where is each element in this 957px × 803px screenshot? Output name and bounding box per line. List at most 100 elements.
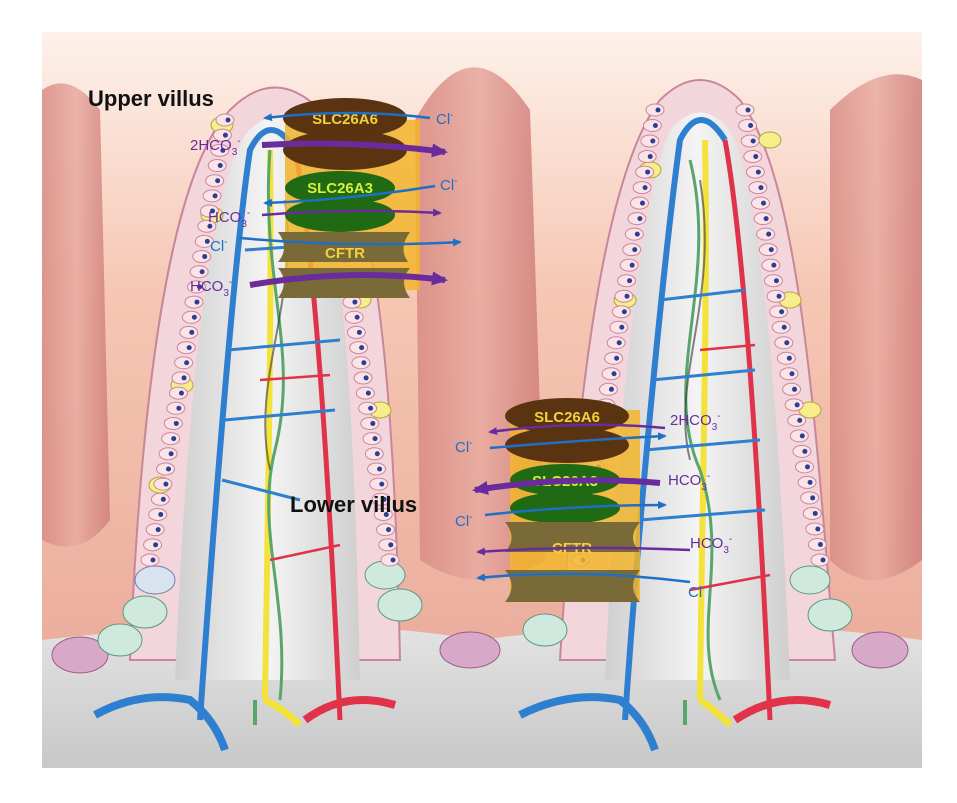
epithelial-cell — [174, 356, 194, 370]
epithelial-cell — [176, 341, 196, 355]
cell-nucleus — [176, 405, 182, 411]
epithelial-cell — [364, 447, 384, 461]
epithelial-cell — [212, 128, 232, 142]
cell-nucleus — [386, 527, 392, 533]
chloride-arrow — [476, 572, 691, 584]
cell-nucleus — [804, 464, 810, 470]
cell-nucleus — [611, 371, 617, 377]
epithelial-cell — [187, 280, 207, 294]
background-villus — [830, 74, 922, 581]
epithelial-cell — [743, 150, 763, 164]
cell-nucleus — [199, 269, 205, 275]
epithelial-cell — [807, 537, 827, 551]
cell-nucleus — [212, 193, 218, 199]
cell-nucleus — [365, 390, 371, 396]
cell-nucleus — [794, 402, 800, 408]
cell-nucleus — [755, 169, 761, 175]
epithelial-cell — [784, 398, 804, 412]
lower-villus-heading: Lower villus — [290, 492, 417, 517]
epithelial-cell — [360, 416, 380, 430]
cell-nucleus — [383, 511, 389, 517]
ion-label-cl: Cl- — [436, 110, 454, 128]
cell-nucleus — [359, 345, 365, 351]
chloride-arrow — [489, 432, 667, 450]
slc26a6-protein — [283, 130, 407, 170]
epithelial-cell — [215, 113, 235, 127]
epithelial-cell — [761, 258, 781, 272]
chloride-arrow — [239, 236, 462, 247]
epithelial-cell — [740, 134, 760, 148]
cell-nucleus — [761, 200, 767, 206]
epithelial-cell — [771, 320, 791, 334]
epithelial-cell — [353, 371, 373, 385]
epithelial-cell — [153, 477, 173, 491]
epithelial-cell — [171, 371, 191, 385]
epithelial-cell — [614, 289, 634, 303]
bicarbonate-arrow — [476, 546, 691, 556]
epithelial-cell — [800, 491, 820, 505]
epithelial-cell — [355, 386, 375, 400]
cell-nucleus — [789, 371, 795, 377]
ion-label-cl: Cl- — [455, 512, 473, 530]
cell-nucleus — [191, 314, 197, 320]
vein — [197, 127, 298, 721]
epithelial-cell — [346, 325, 366, 339]
epithelial-cell — [598, 382, 618, 396]
upper-villus-heading: Upper villus — [88, 86, 214, 111]
chloride-arrow — [484, 501, 667, 517]
epithelial-cell — [202, 189, 222, 203]
epithelial-cell — [351, 356, 371, 370]
cell-nucleus — [168, 451, 174, 457]
lacteal — [697, 139, 709, 701]
cell-nucleus — [608, 386, 614, 392]
epithelial-cell — [756, 227, 776, 241]
cell-nucleus — [748, 123, 754, 129]
nerve — [266, 149, 285, 701]
epithelial-cell — [207, 159, 227, 173]
epithelial-cell — [150, 492, 170, 506]
cell-nucleus — [792, 386, 798, 392]
cell-nucleus — [614, 355, 620, 361]
cell-nucleus — [768, 247, 774, 253]
cell-nucleus — [647, 154, 653, 160]
epithelial-cell — [371, 492, 391, 506]
cell-nucleus — [655, 107, 661, 113]
cell-nucleus — [758, 185, 764, 191]
epithelial-cell — [161, 432, 181, 446]
epithelial-cell — [179, 325, 199, 339]
slc26a3-protein — [285, 198, 395, 232]
epithelial-cell — [168, 386, 188, 400]
bicarbonate-arrow — [488, 423, 666, 436]
cell-nucleus — [634, 231, 640, 237]
epithelial-cell — [210, 143, 230, 157]
cell-nucleus — [779, 309, 785, 315]
cftr-protein — [278, 232, 410, 262]
cell-nucleus — [652, 123, 658, 129]
epithelial-cell — [140, 553, 160, 567]
cell-nucleus — [799, 433, 805, 439]
epithelial-cell — [181, 310, 201, 324]
cell-nucleus — [802, 448, 808, 454]
ion-label-2hco3: 2HCO3- — [670, 411, 721, 433]
epithelial-cell — [199, 204, 219, 218]
cell-nucleus — [642, 185, 648, 191]
slc26a6-label: SLC26A6 — [534, 409, 600, 426]
cell-nucleus — [817, 541, 823, 547]
epithelial-cell — [751, 196, 771, 210]
ion-label-cl: Cl- — [455, 438, 473, 456]
cell-nucleus — [753, 154, 759, 160]
epithelial-cell — [367, 462, 387, 476]
epithelial-cell — [158, 447, 178, 461]
cell-nucleus — [619, 324, 625, 330]
cell-nucleus — [158, 511, 164, 517]
epithelial-cell — [774, 336, 794, 350]
epithelial-cell — [640, 134, 660, 148]
epithelial-cell — [604, 351, 624, 365]
ion-label-2hco3: 2HCO3- — [190, 136, 241, 158]
epithelial-cell — [758, 243, 778, 257]
epithelial-cell — [362, 432, 382, 446]
epithelial-cell — [378, 538, 398, 552]
cell-nucleus — [766, 231, 772, 237]
epithelial-cell — [763, 274, 783, 288]
